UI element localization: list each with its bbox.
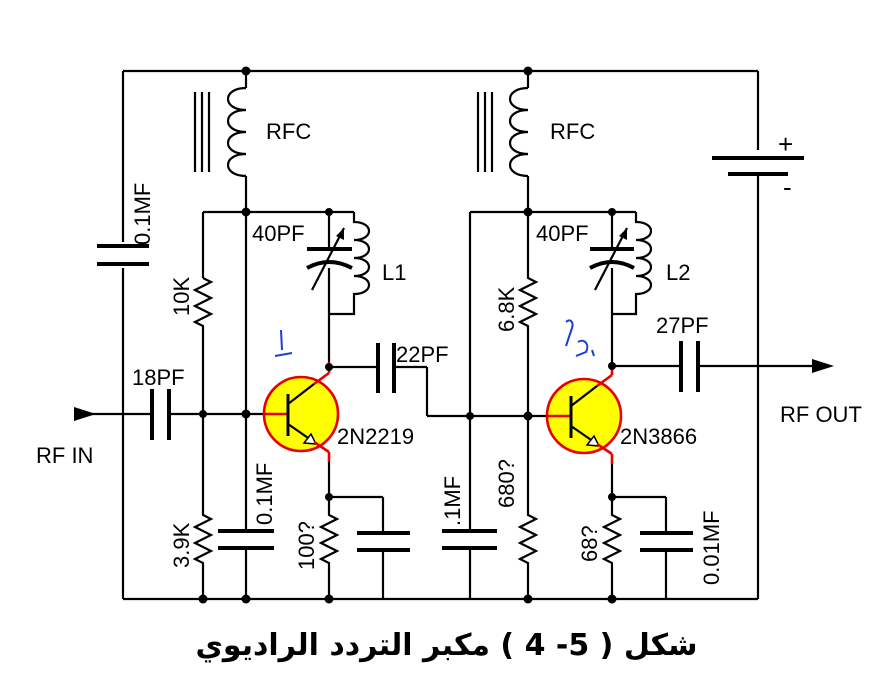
variable-capacitor-40pf-1 <box>306 227 353 291</box>
capacitor-22pf <box>376 343 396 393</box>
transistor-1-label: 2N2219 <box>337 424 414 449</box>
rfc-2-label: RFC <box>550 119 595 144</box>
capacitor-27pf <box>679 341 700 392</box>
transistor-2n2219 <box>262 362 340 462</box>
power-rails <box>121 69 760 601</box>
cap-40pf-1-label: 40PF <box>252 221 305 246</box>
battery-minus-label: - <box>783 172 792 202</box>
resistor-3-9k <box>192 505 214 599</box>
inductor-l2 <box>612 212 653 316</box>
res-10k-label: 10K <box>169 277 194 316</box>
battery-plus-label: + <box>778 129 793 159</box>
rf-in-arrow <box>74 407 96 421</box>
capacitor-18pf <box>150 389 171 440</box>
cap-001mf-label: 0.01MF <box>699 510 724 585</box>
capacitor-01mf-mid <box>218 529 274 550</box>
transistor-2-label: 2N3866 <box>620 424 697 449</box>
resistor-10k <box>192 277 214 505</box>
cap-18pf-label: 18PF <box>132 365 185 390</box>
handwritten-annotation-2 <box>565 319 595 357</box>
res-680-label: 680? <box>494 459 519 508</box>
res-68-label: 68? <box>577 525 602 562</box>
handwritten-annotation-1 <box>274 329 293 357</box>
cap-01mf-left-label: 0.1MF <box>130 183 155 245</box>
capacitor-1mf <box>442 529 497 550</box>
rfc-1-inductor <box>193 71 248 212</box>
junction-dots <box>198 66 617 604</box>
cap-1mf-label: .1MF <box>440 476 465 526</box>
transistor-2n3866 <box>545 362 623 464</box>
cap-27pf-label: 27PF <box>656 313 709 338</box>
res-100-label: 100? <box>294 521 319 570</box>
variable-capacitor-40pf-2 <box>589 227 635 291</box>
l1-label: L1 <box>382 260 406 285</box>
resistor-680 <box>517 505 539 599</box>
res-6-8k-label: 6.8K <box>494 286 519 332</box>
rfc-2-inductor <box>476 71 530 212</box>
capacitor-01mf-left <box>97 244 149 266</box>
rfc-1-label: RFC <box>266 119 311 144</box>
rf-out-label: RF OUT <box>780 402 862 427</box>
res-3-9k-label: 3.9K <box>169 522 194 568</box>
battery-symbol <box>712 156 804 176</box>
rf-out-arrow <box>812 359 834 373</box>
rf-in-label: RF IN <box>36 443 93 468</box>
resistor-6-8k <box>517 212 539 505</box>
resistor-68 <box>601 497 623 599</box>
l2-label: L2 <box>666 260 690 285</box>
figure-caption: شكل ( 5- 4 ) مكبر التردد الراديوي <box>195 628 698 663</box>
cap-40pf-2-label: 40PF <box>536 221 589 246</box>
emitter-bypass-capacitor-1 <box>357 531 410 552</box>
inductor-l1 <box>329 212 371 316</box>
cap-01mf-mid-label: 0.1MF <box>252 463 277 525</box>
resistor-100 <box>318 497 340 599</box>
capacitor-001mf <box>640 531 693 552</box>
cap-22pf-label: 22PF <box>396 342 449 367</box>
